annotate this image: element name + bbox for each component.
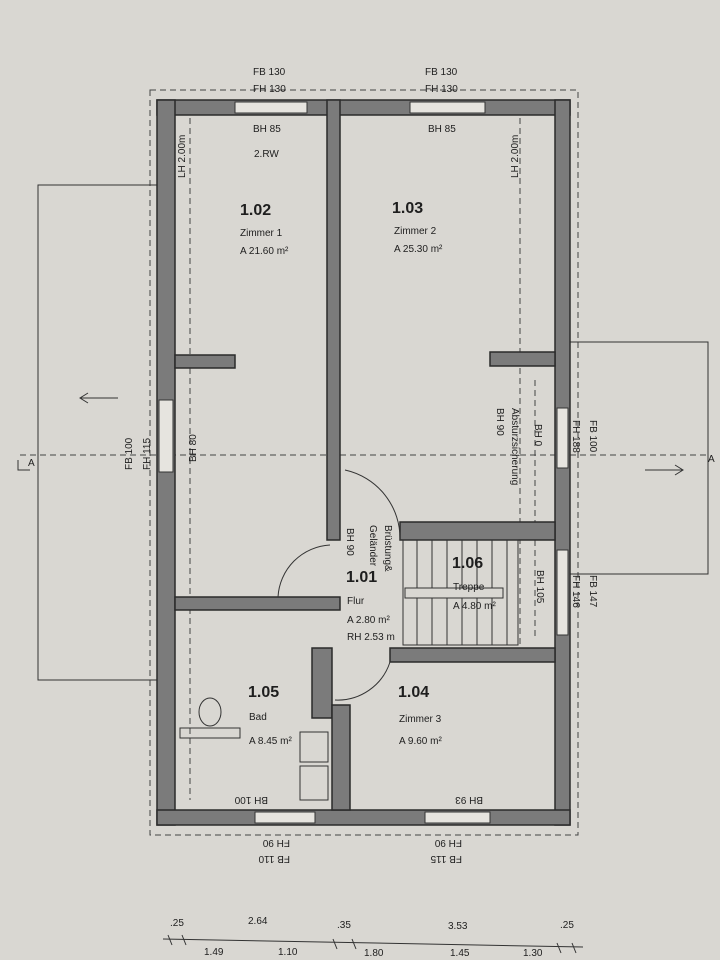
- svg-text:1.10: 1.10: [278, 947, 298, 958]
- annotations: FB 130 FH 130 FB 130 FH 130 BH 85 2.RW B…: [28, 67, 715, 864]
- window: [424, 811, 491, 824]
- svg-text:BH 93: BH 93: [455, 794, 483, 805]
- svg-text:2.64: 2.64: [248, 916, 268, 927]
- room-1.05: 1.05 Bad A 8.45 m²: [248, 684, 292, 747]
- window: [556, 407, 569, 469]
- svg-text:1.80: 1.80: [364, 948, 384, 959]
- toilet: [198, 697, 222, 727]
- window: [254, 811, 316, 824]
- svg-text:RH 2.53 m: RH 2.53 m: [347, 632, 395, 643]
- staircase: [402, 539, 519, 646]
- svg-text:Zimmer 2: Zimmer 2: [394, 226, 437, 237]
- arrow-right-icon: [645, 464, 684, 476]
- svg-text:FB 110: FB 110: [258, 853, 290, 864]
- window: [556, 549, 569, 636]
- svg-text:A 9.60 m²: A 9.60 m²: [399, 736, 442, 747]
- svg-text:1.45: 1.45: [450, 948, 470, 959]
- vanity: [179, 727, 241, 739]
- window: [234, 101, 308, 114]
- svg-text:Geländer: Geländer: [367, 525, 378, 567]
- window: [158, 399, 174, 473]
- svg-text:A 8.45 m²: A 8.45 m²: [249, 736, 292, 747]
- svg-text:Bad: Bad: [249, 712, 267, 723]
- svg-text:FB 130: FB 130: [425, 67, 458, 78]
- svg-text:A 2.80 m²: A 2.80 m²: [347, 615, 390, 626]
- svg-text:FH 90: FH 90: [262, 837, 290, 848]
- left-terrace: [37, 184, 159, 681]
- svg-text:Flur: Flur: [347, 596, 365, 607]
- svg-text:Zimmer 3: Zimmer 3: [399, 714, 442, 725]
- svg-text:BH 0: BH 0: [532, 424, 543, 447]
- svg-text:Absturzsicherung: Absturzsicherung: [509, 408, 520, 485]
- room-1.02: 1.02 Zimmer 1 A 21.60 m²: [240, 202, 289, 257]
- svg-text:3.53: 3.53: [448, 921, 468, 932]
- svg-text:Zimmer 1: Zimmer 1: [240, 228, 283, 239]
- section-marker-left: [17, 460, 30, 471]
- sink: [299, 731, 329, 763]
- dimension-chain: .25 2.64 .35 3.53 .25 1.49 1.10 1.80 1.4…: [162, 916, 584, 959]
- svg-text:BH 105: BH 105: [534, 570, 545, 604]
- walls: [156, 99, 571, 826]
- svg-text:FB 115: FB 115: [430, 853, 462, 864]
- svg-text:FB 147: FB 147: [587, 575, 598, 608]
- svg-text:.25: .25: [560, 920, 574, 931]
- svg-text:1.30: 1.30: [523, 948, 543, 959]
- svg-text:FB 100: FB 100: [124, 437, 135, 470]
- svg-text:BH 85: BH 85: [428, 124, 456, 135]
- room-1.04: 1.04 Zimmer 3 A 9.60 m²: [398, 684, 442, 747]
- svg-text:LH 2.00m: LH 2.00m: [510, 135, 521, 178]
- svg-text:BH 100: BH 100: [234, 794, 268, 805]
- door-swing: [344, 469, 401, 541]
- svg-text:A 21.60 m²: A 21.60 m²: [240, 246, 289, 257]
- svg-text:BH 80: BH 80: [188, 434, 199, 462]
- window: [409, 101, 486, 114]
- right-terrace: [567, 341, 709, 575]
- svg-text:.35: .35: [337, 920, 351, 931]
- svg-text:1.05: 1.05: [248, 684, 279, 701]
- svg-text:2.RW: 2.RW: [254, 149, 279, 160]
- svg-text:FH 115: FH 115: [142, 438, 153, 470]
- svg-text:FH 130: FH 130: [425, 84, 458, 95]
- svg-text:1.04: 1.04: [398, 684, 429, 701]
- svg-text:A: A: [708, 454, 715, 465]
- svg-text:FH 146: FH 146: [570, 575, 581, 608]
- svg-text:A 25.30 m²: A 25.30 m²: [394, 244, 443, 255]
- room-1.01: 1.01 Flur A 2.80 m² RH 2.53 m: [346, 569, 395, 643]
- svg-text:1.01: 1.01: [346, 569, 377, 586]
- svg-text:.25: .25: [170, 918, 184, 929]
- svg-text:BH 90: BH 90: [494, 408, 505, 436]
- svg-text:FB 130: FB 130: [253, 67, 286, 78]
- svg-text:FH 130: FH 130: [253, 84, 286, 95]
- svg-text:FB 100: FB 100: [587, 420, 598, 453]
- svg-text:A 4.80 m²: A 4.80 m²: [453, 601, 496, 612]
- room-1.03: 1.03 Zimmer 2 A 25.30 m²: [392, 200, 443, 255]
- svg-text:LH 2.00m: LH 2.00m: [177, 135, 188, 178]
- svg-text:A: A: [28, 458, 35, 469]
- svg-text:FH 90: FH 90: [434, 837, 462, 848]
- svg-text:1.06: 1.06: [452, 555, 483, 572]
- door-swing: [277, 544, 331, 598]
- svg-text:1.02: 1.02: [240, 202, 271, 219]
- sink: [299, 765, 329, 801]
- roof-outline: [149, 89, 579, 836]
- svg-text:1.49: 1.49: [204, 947, 224, 958]
- svg-text:Brüstung&: Brüstung&: [382, 525, 393, 572]
- svg-text:Treppe: Treppe: [453, 582, 485, 593]
- svg-text:1.03: 1.03: [392, 200, 423, 217]
- svg-text:BH 85: BH 85: [253, 124, 281, 135]
- room-1.06: 1.06 Treppe A 4.80 m²: [452, 555, 496, 612]
- door-swing: [334, 661, 391, 701]
- arrow-left-icon: [79, 392, 118, 404]
- svg-text:BH 90: BH 90: [344, 528, 355, 556]
- svg-text:FH 188: FH 188: [570, 420, 581, 453]
